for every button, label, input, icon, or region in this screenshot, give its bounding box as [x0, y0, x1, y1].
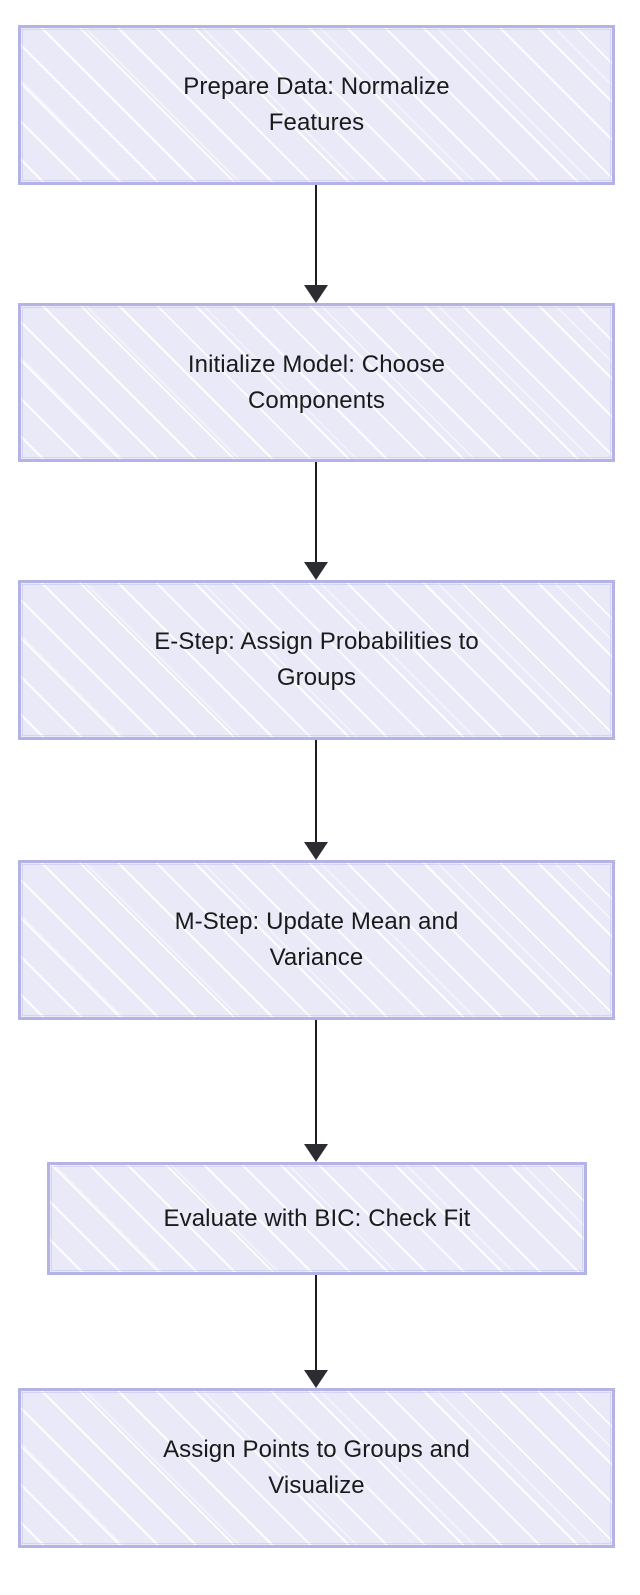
flowchart-edge-estep-to-mstep — [296, 740, 336, 860]
flowchart-node-prepare-data[interactable]: Prepare Data: Normalize Features — [18, 25, 615, 185]
flowchart-node-evaluate-bic[interactable]: Evaluate with BIC: Check Fit — [47, 1162, 587, 1275]
node-label: M-Step: Update Mean and Variance — [174, 908, 459, 971]
flowchart-edge-prepare-to-initialize — [296, 185, 336, 303]
flowchart-node-m-step[interactable]: M-Step: Update Mean and Variance — [18, 860, 615, 1020]
flowchart-node-initialize-model[interactable]: Initialize Model: Choose Components — [18, 303, 615, 462]
arrowhead-down-icon — [304, 562, 328, 580]
edge-line — [315, 1020, 317, 1144]
node-label: Prepare Data: Normalize Features — [183, 73, 450, 136]
edge-line — [315, 185, 317, 285]
node-label: Assign Points to Groups and Visualize — [163, 1436, 470, 1499]
flowchart-edge-initialize-to-estep — [296, 462, 336, 580]
edge-line — [315, 1275, 317, 1370]
edge-line — [315, 462, 317, 562]
flowchart-edge-mstep-to-evaluate — [296, 1020, 336, 1162]
flowchart-node-assign-visualize[interactable]: Assign Points to Groups and Visualize — [18, 1388, 615, 1548]
arrowhead-down-icon — [304, 1370, 328, 1388]
edge-line — [315, 740, 317, 842]
node-label: Evaluate with BIC: Check Fit — [163, 1204, 471, 1232]
flowchart-node-e-step[interactable]: E-Step: Assign Probabilities to Groups — [18, 580, 615, 740]
node-label: Initialize Model: Choose Components — [187, 350, 446, 414]
arrowhead-down-icon — [304, 1144, 328, 1162]
flowchart-edge-evaluate-to-assign — [296, 1275, 336, 1388]
arrowhead-down-icon — [304, 285, 328, 303]
arrowhead-down-icon — [304, 842, 328, 860]
node-label: E-Step: Assign Probabilities to Groups — [154, 628, 479, 691]
